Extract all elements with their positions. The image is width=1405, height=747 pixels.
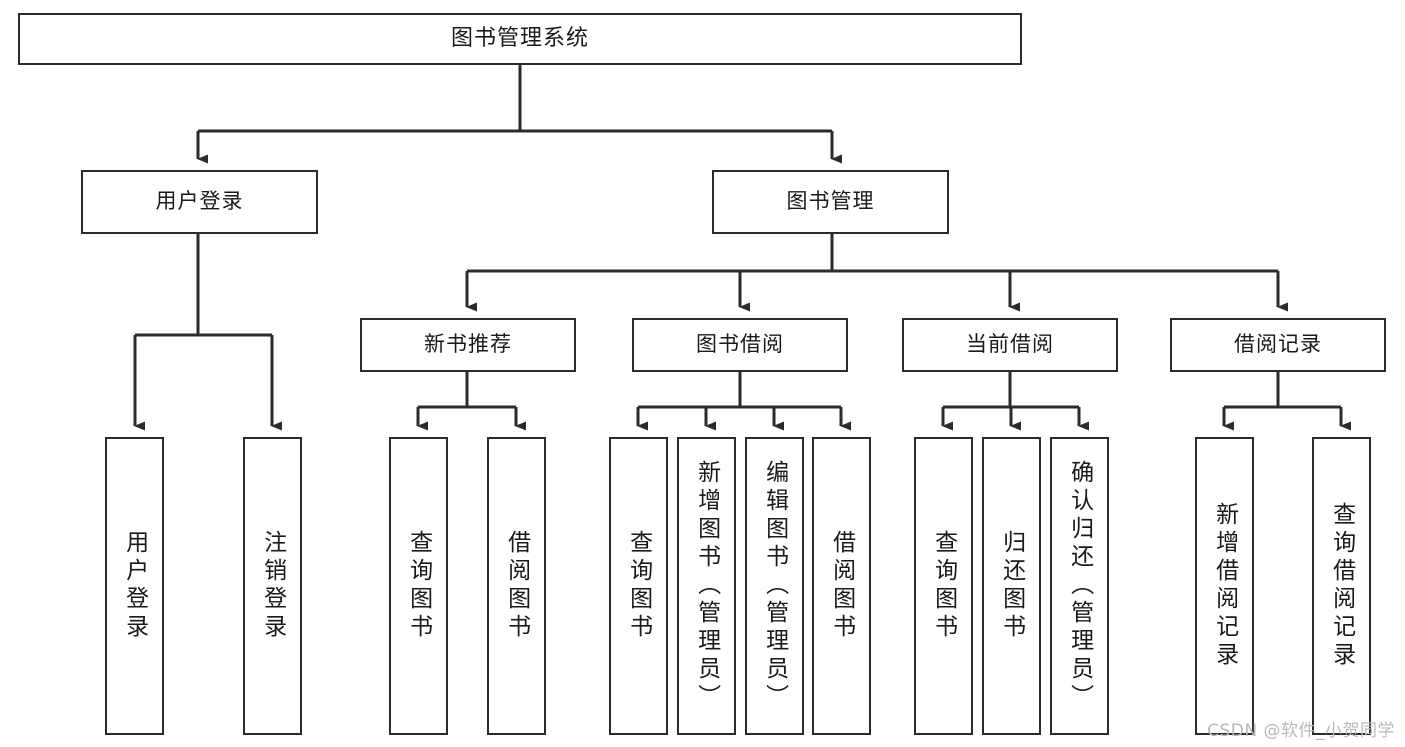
node-label: 注销登录 <box>259 530 286 642</box>
node-user-login[interactable]: 用户登录 <box>81 170 318 234</box>
node-label: 查询图书 <box>625 530 652 642</box>
node-label: 当前借阅 <box>966 332 1054 357</box>
node-label: 新书推荐 <box>424 332 512 357</box>
node-label: 确认归还（管理员） <box>1066 460 1093 712</box>
node-label: 新增图书（管理员） <box>693 460 720 712</box>
node-label: 借阅记录 <box>1234 332 1322 357</box>
node-label: 新增借阅记录 <box>1211 502 1238 670</box>
leaf-borrow-query-book[interactable]: 查询图书 <box>609 437 668 735</box>
node-book-management[interactable]: 图书管理 <box>712 170 949 234</box>
leaf-current-query-book[interactable]: 查询图书 <box>914 437 973 735</box>
node-book-borrow[interactable]: 图书借阅 <box>632 318 848 372</box>
node-label: 用户登录 <box>155 189 244 214</box>
node-current-borrow[interactable]: 当前借阅 <box>902 318 1118 372</box>
leaf-record-add-record[interactable]: 新增借阅记录 <box>1195 437 1254 735</box>
node-label: 借阅图书 <box>828 530 855 642</box>
node-label: 查询借阅记录 <box>1328 502 1355 670</box>
leaf-recommend-borrow-book[interactable]: 借阅图书 <box>487 437 546 735</box>
node-label: 归还图书 <box>998 530 1025 642</box>
leaf-user-login-logout[interactable]: 注销登录 <box>243 437 302 735</box>
node-borrow-record[interactable]: 借阅记录 <box>1170 318 1386 372</box>
node-root-system[interactable]: 图书管理系统 <box>18 13 1022 65</box>
leaf-current-confirm-return[interactable]: 确认归还（管理员） <box>1050 437 1109 735</box>
node-label: 图书借阅 <box>696 332 784 357</box>
leaf-current-return-book[interactable]: 归还图书 <box>982 437 1041 735</box>
node-new-book-recommend[interactable]: 新书推荐 <box>360 318 576 372</box>
node-label: 查询图书 <box>930 530 957 642</box>
leaf-borrow-borrow-book[interactable]: 借阅图书 <box>812 437 871 735</box>
node-label: 图书管理系统 <box>450 25 589 51</box>
leaf-borrow-edit-book[interactable]: 编辑图书（管理员） <box>745 437 804 735</box>
node-label: 编辑图书（管理员） <box>761 460 788 712</box>
node-label: 借阅图书 <box>503 530 530 642</box>
leaf-user-login-login[interactable]: 用户登录 <box>105 437 164 735</box>
leaf-record-query-record[interactable]: 查询借阅记录 <box>1312 437 1371 735</box>
leaf-borrow-add-book[interactable]: 新增图书（管理员） <box>677 437 736 735</box>
node-label: 查询图书 <box>405 530 432 642</box>
node-label: 图书管理 <box>786 189 875 214</box>
node-label: 用户登录 <box>121 530 148 642</box>
leaf-recommend-query-book[interactable]: 查询图书 <box>389 437 448 735</box>
